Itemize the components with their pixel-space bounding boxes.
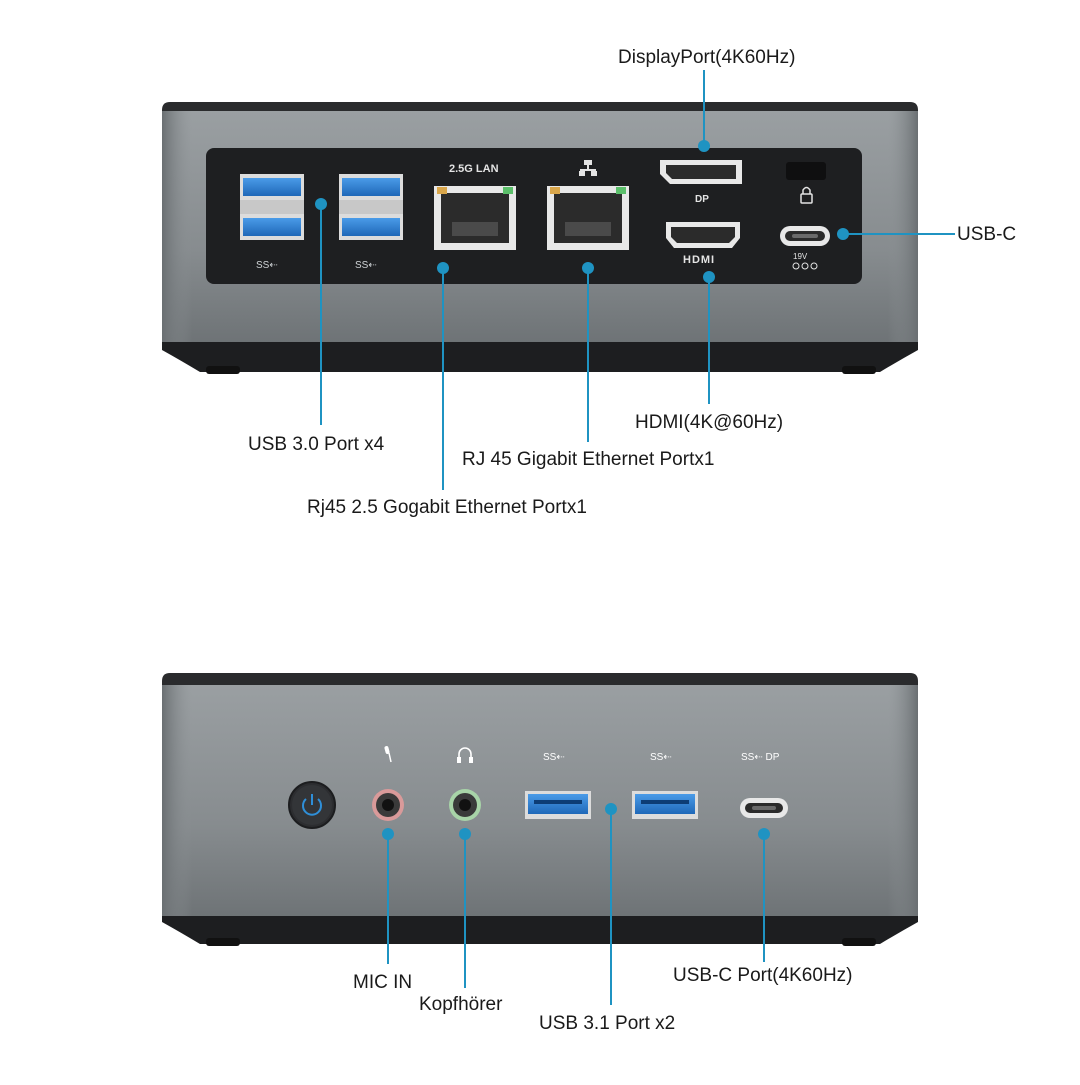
lan25-label: 2.5G LAN [449, 163, 499, 175]
front-foot-right [842, 938, 876, 946]
callout-usb31: USB 3.1 Port x2 [539, 1013, 676, 1034]
lock-slot [786, 162, 826, 180]
usbc-power-port [780, 226, 830, 246]
rear-foot-right [842, 366, 876, 374]
dot-usb30 [315, 198, 327, 210]
dot-mic-in [382, 828, 394, 840]
rear-io-panel [206, 148, 862, 284]
ss-dp-logo: SS⇠ DP [741, 752, 780, 763]
front-device: SS⇠ SS⇠ SS⇠ DP [162, 673, 918, 946]
rear-device: SS⇠ SS⇠ 2.5G LAN [162, 102, 918, 374]
usb30-stack-right: SS⇠ [339, 174, 403, 271]
callout-rj45-gigabit: RJ 45 Gigabit Ethernet Portx1 [462, 449, 715, 470]
callout-usbc-port: USB-C Port(4K60Hz) [673, 965, 853, 986]
hdmi-port [666, 222, 740, 248]
dot-rj45-gigabit [582, 262, 594, 274]
dot-displayport [698, 140, 710, 152]
lock-icon [800, 186, 813, 204]
dot-rj45-25g [437, 262, 449, 274]
displayport-port [660, 160, 742, 184]
dot-usbc [837, 228, 849, 240]
ss-usb-logo: SS⇠ [543, 752, 565, 763]
usb31-port-1 [525, 791, 591, 819]
callout-usbc: USB-C [957, 224, 1017, 245]
front-foot-left [206, 938, 240, 946]
headphone-jack [449, 789, 481, 821]
front-top-rim [162, 673, 918, 686]
rear-foot-left [206, 366, 240, 374]
callout-rj45-25g: Rj45 2.5 Gogabit Ethernet Portx1 [307, 497, 587, 518]
rear-base [162, 342, 918, 372]
usbc-front-port [740, 798, 788, 818]
callout-headphones: Kopfhörer [419, 994, 503, 1015]
usb31-port-2 [632, 791, 698, 819]
mic-in-jack [372, 789, 404, 821]
callout-hdmi: HDMI(4K@60Hz) [635, 412, 784, 433]
power-rating-label: 19V [793, 252, 808, 261]
hdmi-label: HDMI [683, 254, 715, 266]
dot-usbc-port [758, 828, 770, 840]
callout-leaders [315, 70, 955, 1005]
power-icon [302, 794, 322, 816]
dot-hdmi [703, 271, 715, 283]
usb30-stack-left: SS⇠ [240, 174, 304, 271]
rear-top-rim [162, 102, 918, 112]
power-button[interactable] [288, 781, 336, 829]
callout-displayport: DisplayPort(4K60Hz) [618, 47, 796, 68]
polarity-icon [792, 262, 818, 270]
network-icon [579, 160, 597, 176]
microphone-icon [384, 746, 392, 763]
callout-usb30: USB 3.0 Port x4 [248, 434, 385, 455]
dp-label: DP [695, 194, 709, 205]
ss-usb-logo: SS⇠ [650, 752, 672, 763]
dot-usb31 [605, 803, 617, 815]
ss-usb-logo: SS⇠ [256, 260, 278, 271]
headphones-icon [457, 747, 473, 763]
ss-usb-logo: SS⇠ [355, 260, 377, 271]
dot-headphones [459, 828, 471, 840]
rj45-gigabit-port [547, 186, 629, 250]
callout-mic-in: MIC IN [353, 972, 413, 993]
rj45-25g-port [434, 186, 516, 250]
front-base [162, 916, 918, 944]
